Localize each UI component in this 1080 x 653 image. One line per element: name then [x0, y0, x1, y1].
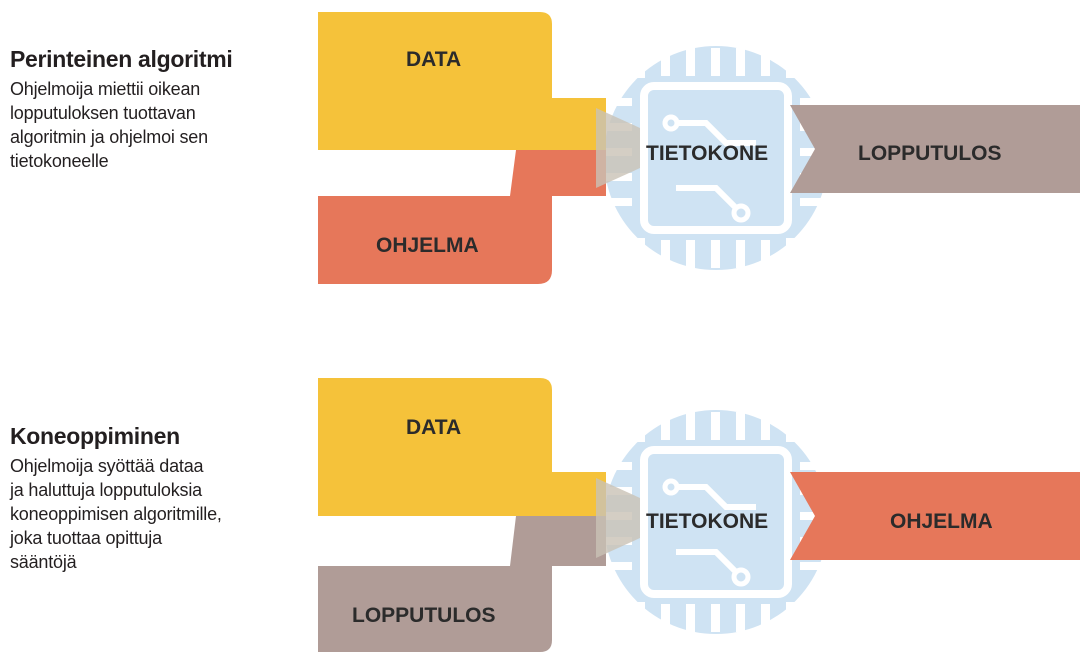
lopputulos-output-band — [790, 105, 1080, 193]
tietokone-label: TIETOKONE — [646, 142, 768, 165]
traditional-title: Perinteinen algoritmi — [10, 46, 233, 72]
lopputulos-label: LOPPUTULOS — [352, 604, 496, 627]
input-arrow — [596, 108, 640, 188]
tietokone-label: TIETOKONE — [646, 510, 768, 533]
lopputulos-input-band — [318, 516, 606, 652]
machine-learning-description: Ohjelmoija syöttää dataa ja haluttuja lo… — [10, 456, 222, 572]
ohjelma-label: OHJELMA — [376, 234, 479, 257]
data-label: DATA — [406, 48, 461, 71]
traditional-description: Ohjelmoija miettii oikean lopputuloksen … — [10, 79, 208, 171]
input-arrow — [596, 478, 640, 558]
ohjelma-input-band — [318, 150, 606, 284]
lopputulos-label: LOPPUTULOS — [858, 142, 1002, 165]
ohjelma-output-band — [790, 472, 1080, 560]
machine-learning-title: Koneoppiminen — [10, 423, 180, 449]
traditional-diagram: DATA OHJELMA TIETOKONE LOPPUTULOS — [318, 12, 1080, 284]
data-label: DATA — [406, 416, 461, 439]
data-input-band — [318, 12, 606, 150]
machine-learning-diagram: DATA LOPPUTULOS TIETOKONE OHJELMA — [318, 378, 1080, 652]
traditional-caption: Perinteinen algoritmi Ohjelmoija miettii… — [10, 46, 300, 173]
ohjelma-label: OHJELMA — [890, 510, 993, 533]
machine-learning-caption: Koneoppiminen Ohjelmoija syöttää dataa j… — [10, 423, 310, 574]
data-input-band — [318, 378, 606, 516]
